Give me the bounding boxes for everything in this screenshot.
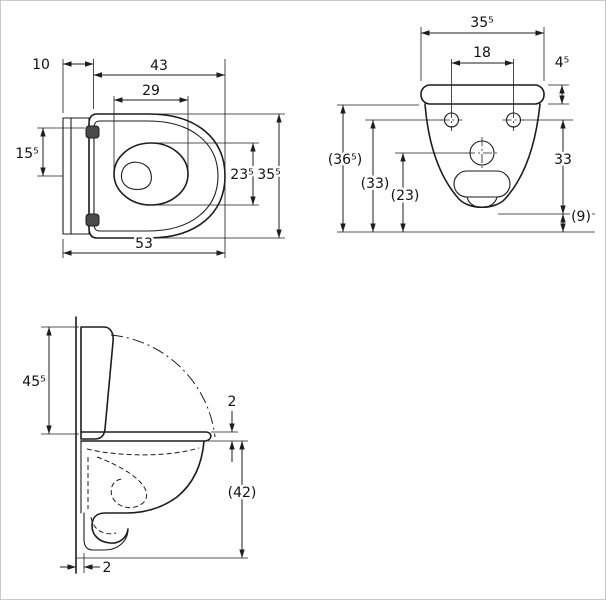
- lid-swing-arc: [110, 334, 216, 438]
- side-view: 45⁵ 2 (42) 2: [20, 316, 259, 579]
- seat-hinge-bottom: [85, 213, 100, 227]
- dim-plan-total-depth: 53: [135, 236, 153, 252]
- plan-view: 10 43 29 15⁵ 23⁵ 35⁵ 53: [13, 55, 285, 258]
- dim-side-mount-height: (42): [228, 485, 257, 501]
- hidden-rim: [86, 447, 200, 456]
- dim-side-wall-clearance: 2: [103, 560, 112, 576]
- drain-outline: [120, 161, 152, 191]
- dim-plan-hinge-offset: 15⁵: [15, 146, 38, 162]
- dim-plan-wall-depth: 10: [32, 57, 50, 73]
- dim-front-hole-spacing: 18: [473, 45, 491, 61]
- lid-open: [80, 326, 114, 440]
- bowl-side: [91, 440, 205, 544]
- dim-front-height-holes: (33): [361, 176, 390, 192]
- outlet-bend: [466, 196, 498, 209]
- mounting-plate: [62, 117, 90, 235]
- hidden-trapway: [96, 456, 148, 509]
- dim-plan-bowl-length: 23⁵: [230, 167, 253, 183]
- outlet-cover: [453, 170, 511, 198]
- dim-front-height-right: 33: [554, 152, 572, 168]
- seat-side: [80, 431, 212, 442]
- dim-side-open-lid-height: 45⁵: [22, 374, 45, 390]
- lid-front: [420, 84, 545, 105]
- dim-plan-seat-width: 43: [150, 58, 168, 74]
- dim-front-height-overall: (36⁵): [328, 152, 362, 168]
- trap-outer: [83, 512, 129, 551]
- dim-plan-bowl-width: 29: [142, 83, 160, 99]
- dim-front-width: 35⁵: [470, 15, 493, 31]
- dim-side-seat-thickness: 2: [228, 394, 237, 410]
- seat-outline: [88, 113, 226, 239]
- dim-front-height-outlet: (23): [391, 188, 420, 204]
- dim-plan-seat-length: 35⁵: [257, 167, 280, 183]
- seat-inner-contour: [93, 120, 219, 232]
- dim-front-outlet-bottom: (9): [571, 209, 591, 225]
- front-view: 35⁵ 18 4⁵ (36⁵) (33) (23) 33 (9): [325, 13, 595, 233]
- seat-hinge-top: [85, 125, 100, 139]
- bowl-front: [424, 103, 541, 209]
- dim-front-lid-height: 4⁵: [555, 55, 570, 71]
- hidden-outlet: [90, 516, 117, 535]
